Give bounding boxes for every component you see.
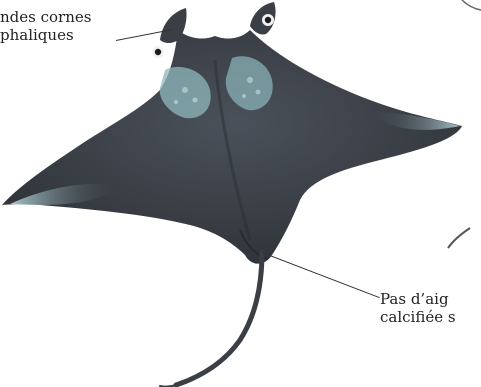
tail (176, 252, 262, 385)
eye-left (152, 46, 164, 58)
label-no-spine: Pas d’aig calcifiée s (380, 290, 456, 326)
label-cephalic-horns-line1: ndes cornes (0, 8, 91, 26)
eye-right (262, 14, 274, 26)
background-edge (462, 0, 481, 10)
label-no-spine-line2: calcifiée s (380, 308, 456, 326)
label-cephalic-horns-line2: phaliques (0, 26, 91, 44)
tail-tip (160, 385, 176, 387)
label-no-spine-line1: Pas d’aig (380, 290, 456, 308)
background-tail-curve (448, 228, 470, 248)
label-cephalic-horns: ndes cornes phaliques (0, 8, 91, 44)
